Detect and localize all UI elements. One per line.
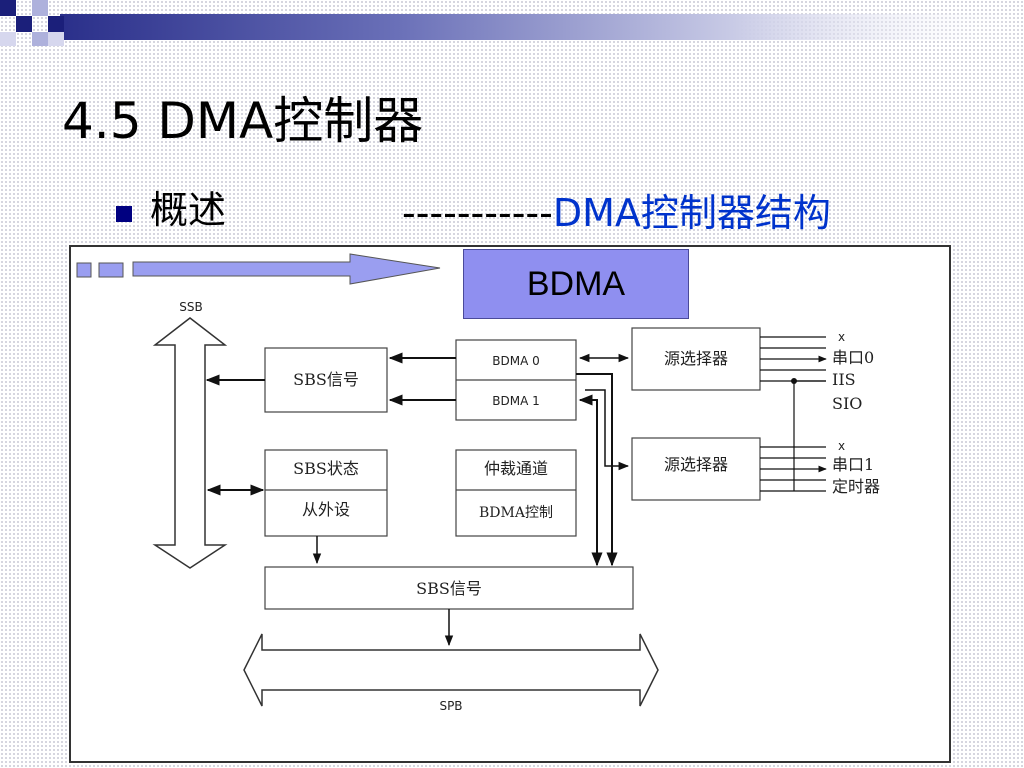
bullet-marker xyxy=(116,206,132,222)
diagram-subtitle: -----------DMA控制器结构 xyxy=(402,191,831,235)
sbs-signal-bottom-label: SBS信号 xyxy=(416,579,482,598)
sio-label: SIO xyxy=(832,394,862,413)
uart0-label: 串口0 xyxy=(832,348,874,367)
from-peripheral-label: 从外设 xyxy=(302,500,350,519)
x-label-2: x xyxy=(838,439,845,453)
sbs-signal-label: SBS信号 xyxy=(293,370,359,389)
x-label-1: x xyxy=(838,330,845,344)
arbitration-label: 仲裁通道 xyxy=(484,459,548,478)
sbs-signal-box xyxy=(264,347,388,413)
subtitle-dashes: ----------- xyxy=(402,191,553,235)
sbs-signal-bottom-box xyxy=(264,566,634,610)
sbs-status-box xyxy=(264,449,388,537)
spb-label: SPB xyxy=(439,699,462,713)
source-selector-label-2: 源选择器 xyxy=(664,455,728,474)
header-decoration xyxy=(0,0,1024,46)
timer-label: 定时器 xyxy=(832,477,880,496)
source-selector-label-1: 源选择器 xyxy=(664,349,728,368)
arbitration-box xyxy=(455,449,577,537)
bdma-control-label: BDMA控制 xyxy=(479,505,553,521)
small-square-1 xyxy=(76,262,92,278)
iis-label: IIS xyxy=(832,370,856,389)
bdma1-label: BDMA 1 xyxy=(492,394,539,408)
pointer-arrow xyxy=(132,253,441,285)
bdma-callout-label: BDMA xyxy=(526,264,626,303)
ssb-bus-arrow xyxy=(152,317,228,569)
spb-bus-arrow xyxy=(243,633,659,707)
bdma-callout-box: BDMA xyxy=(463,249,689,319)
bullet-text: 概述 xyxy=(150,188,227,232)
small-square-2 xyxy=(98,262,124,278)
ssb-label: SSB xyxy=(179,300,202,314)
sbs-status-label: SBS状态 xyxy=(293,459,359,478)
source-selector-box-2 xyxy=(631,437,761,501)
subtitle-accent: DMA控制器结构 xyxy=(552,191,831,235)
bdma0-label: BDMA 0 xyxy=(492,354,539,368)
slide-title: 4.5 DMA控制器 xyxy=(62,92,424,150)
uart1-label: 串口1 xyxy=(832,455,874,474)
